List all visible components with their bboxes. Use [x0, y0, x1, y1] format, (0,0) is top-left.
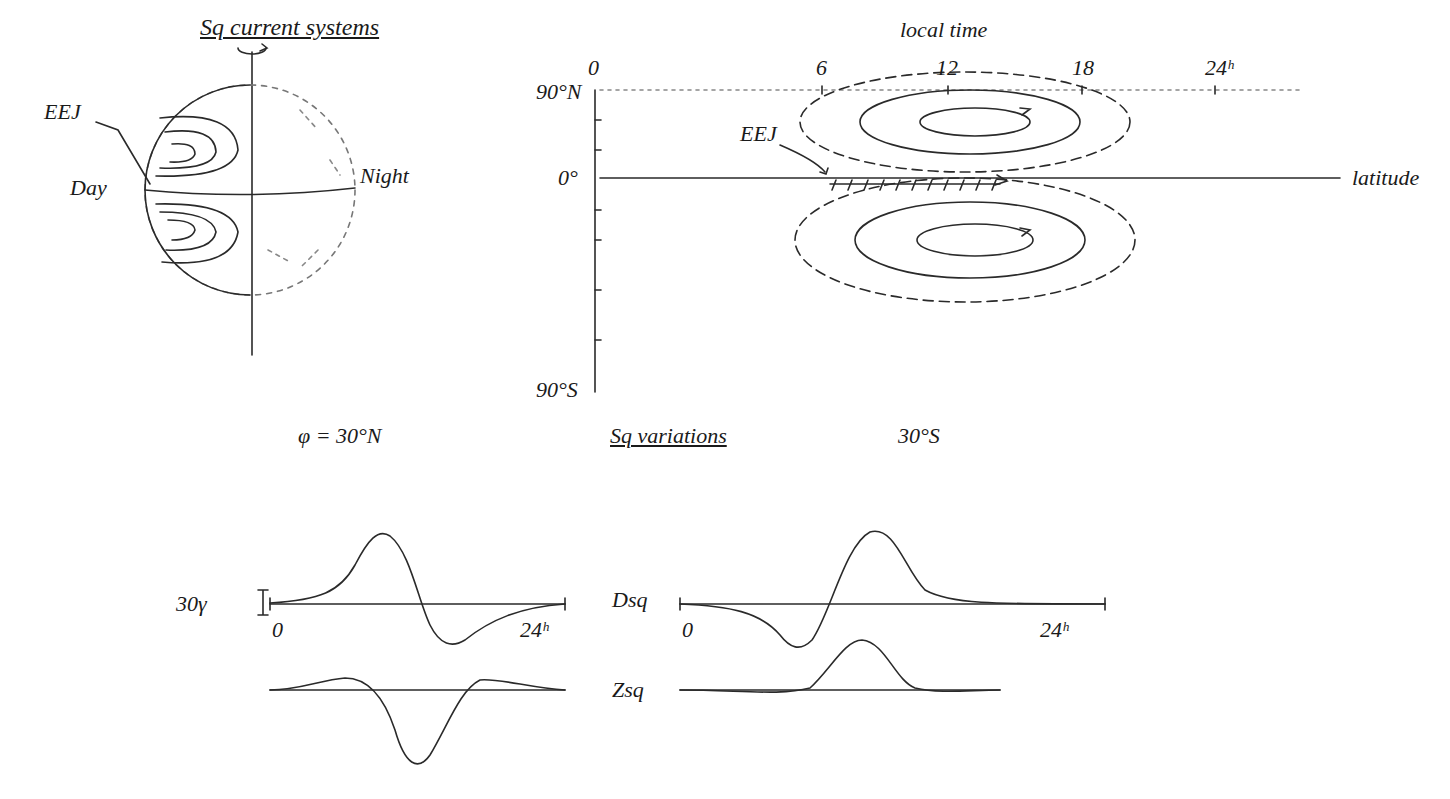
callout-label: EEJ: [740, 122, 777, 146]
sq-loop: [160, 131, 216, 168]
tick-label: 18: [1072, 56, 1094, 80]
globe-day-edge: [145, 85, 250, 295]
sq-loop: [168, 220, 195, 240]
component-label: Dsq: [612, 588, 647, 612]
scale-label: 30γ: [176, 592, 207, 616]
axis-label: 90°S: [536, 378, 578, 402]
axis-title: local time: [900, 18, 987, 42]
tick-label: 0: [588, 56, 599, 80]
sq-loop: [156, 204, 238, 263]
latitude-axis: [594, 90, 596, 392]
axis-title: latitude: [1352, 166, 1419, 190]
d-curve: [270, 534, 565, 645]
section-heading: Sq variations: [610, 424, 727, 448]
axis-label: 90°N: [536, 80, 581, 104]
loop-arrow: [1020, 228, 1030, 236]
baseline: [270, 603, 565, 605]
callout-label: EEJ: [44, 100, 81, 124]
loop-arrow: [1020, 108, 1030, 115]
tick-label: 24ʰ: [1205, 56, 1233, 80]
side-label: Night: [360, 164, 409, 188]
component-label: Zsq: [612, 678, 644, 702]
z-curve: [680, 640, 1000, 692]
tick-label: 24ʰ: [1040, 618, 1068, 642]
sq-loop: [800, 72, 1130, 172]
station-label: 30°S: [898, 424, 940, 448]
axis-label: 0°: [558, 166, 578, 190]
d-curve: [680, 531, 1105, 647]
rotation-axis: [251, 52, 253, 355]
tick-label: 6: [816, 56, 827, 80]
sq-loop: [156, 117, 238, 176]
eej-leader-head: [820, 168, 828, 174]
globe-equator: [145, 188, 355, 195]
station-label: φ = 30°N: [298, 424, 382, 448]
z-curve: [270, 678, 565, 764]
sq-loop: [795, 178, 1135, 302]
sq-loop: [920, 108, 1030, 136]
sq-loop: [860, 90, 1080, 154]
sq-loop: [855, 202, 1085, 278]
ticks: [595, 86, 1215, 340]
tick-label: 0: [682, 618, 693, 642]
eej-leader: [780, 145, 825, 172]
night-lines: [268, 110, 340, 268]
globe-outline: [145, 85, 355, 295]
side-label: Day: [70, 176, 107, 200]
tick-label: 0: [272, 618, 283, 642]
sq-loop: [917, 224, 1033, 256]
scale-bar: [258, 590, 268, 615]
tick-label: 12: [936, 56, 958, 80]
rotation-arrow-head: [260, 44, 267, 51]
diagram-title: Sq current systems: [200, 14, 379, 40]
sq-loop: [170, 144, 195, 162]
eej-leader: [96, 122, 150, 184]
tick-label: 24ʰ: [520, 618, 548, 642]
eej-band: [830, 180, 1000, 190]
baseline: [270, 689, 565, 691]
sq-loop: [160, 212, 216, 250]
